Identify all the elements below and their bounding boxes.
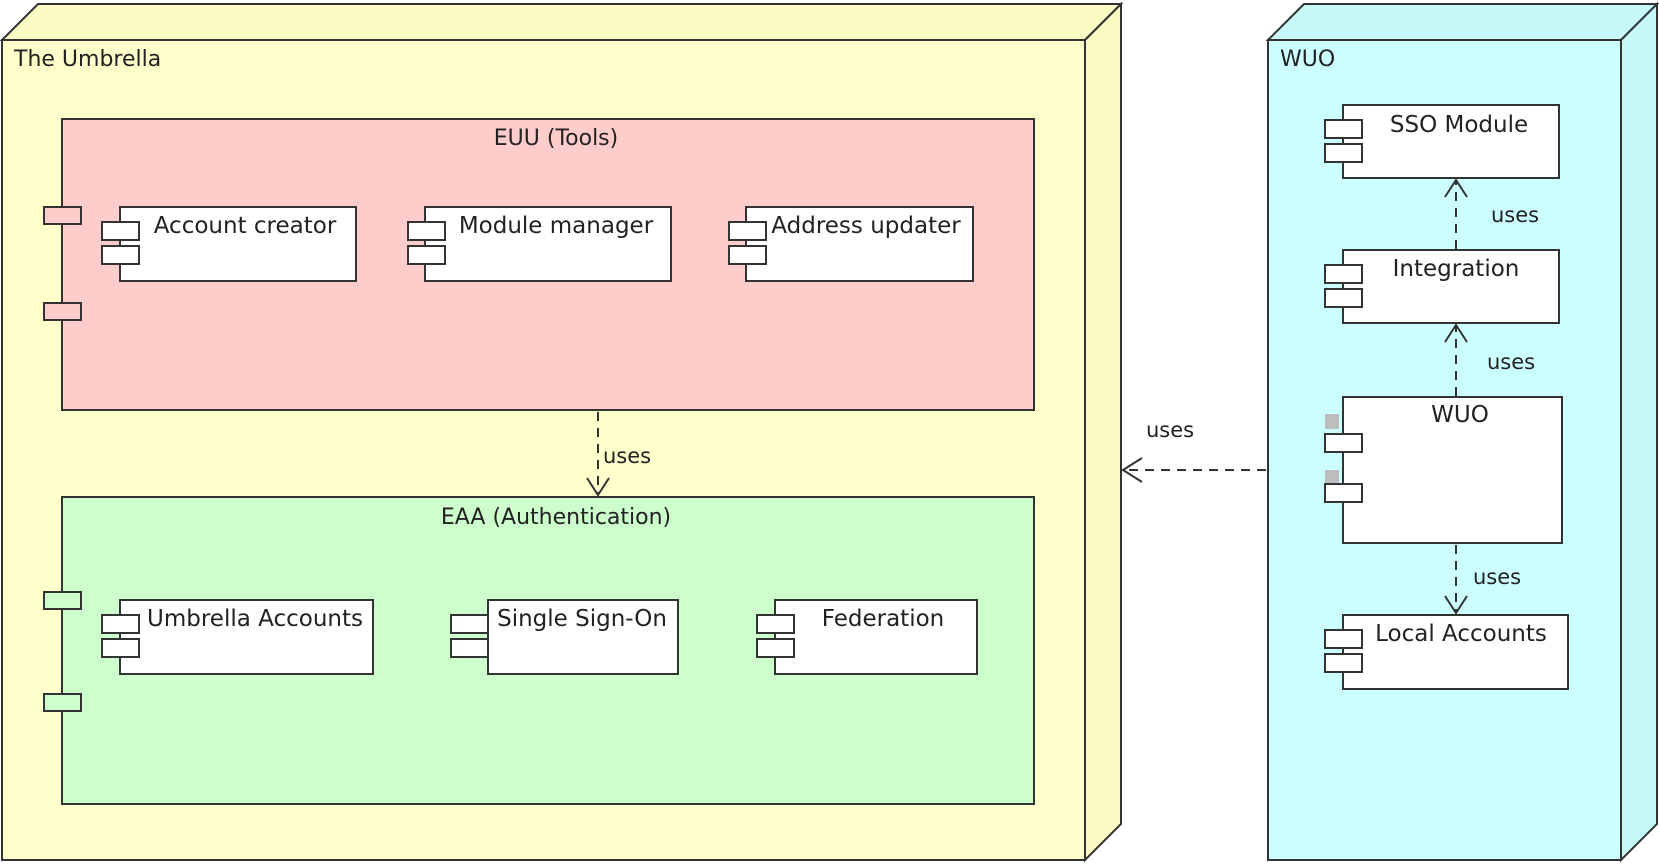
edge-wuo-uses-local-accounts: uses (1444, 545, 1521, 615)
component-body (119, 599, 374, 675)
component-label: Address updater (771, 213, 961, 239)
component-icon-tab (756, 638, 795, 658)
component-single-sign-on[interactable]: Single Sign-On (450, 599, 679, 675)
package-tools-port (43, 302, 82, 321)
package-auth[interactable]: EAA (Authentication) Umbrella Accounts S… (43, 496, 1035, 805)
component-sso-module[interactable]: SSO Module (1324, 104, 1560, 179)
node-wuo[interactable]: WUO SSO Module Integration WUO (1265, 1, 1659, 863)
component-icon-tab (1324, 433, 1363, 453)
node-wuo-title: WUO (1280, 47, 1335, 72)
edge-tools-uses-auth: uses (586, 412, 651, 497)
dependency-label: uses (1473, 565, 1521, 589)
component-wuo[interactable]: WUO (1324, 396, 1563, 544)
component-icon-tab (1324, 629, 1363, 649)
package-tools-title: EUU (Tools) (494, 126, 618, 151)
component-label: Module manager (459, 213, 654, 239)
component-local-accounts[interactable]: Local Accounts (1324, 614, 1569, 690)
package-auth-title: EAA (Authentication) (441, 505, 671, 530)
package-auth-port (43, 591, 82, 610)
dependency-arrowhead (586, 477, 610, 497)
dependency-label: uses (1491, 203, 1539, 227)
component-icon-shadow (1325, 470, 1339, 485)
component-icon-tab (450, 614, 489, 634)
edge-integration-uses-sso-module: uses (1444, 178, 1539, 249)
node-umbrella-side-face (1084, 1, 1122, 863)
dependency-arrowhead (1444, 178, 1468, 198)
package-auth-port (43, 693, 82, 712)
edge-wuo-uses-integration: uses (1444, 323, 1535, 396)
component-label: Integration (1393, 256, 1520, 282)
component-icon-tab (728, 245, 767, 265)
component-icon-tab (101, 221, 140, 241)
component-icon-tab (1324, 483, 1363, 503)
component-icon-tab (1324, 119, 1363, 139)
component-body (487, 599, 679, 675)
component-icon-tab (1324, 288, 1363, 308)
dependency-label: uses (603, 444, 651, 468)
component-icon-tab (101, 638, 140, 658)
node-umbrella-top-face (0, 3, 1124, 41)
component-module-manager[interactable]: Module manager (407, 206, 672, 282)
component-integration[interactable]: Integration (1324, 249, 1560, 324)
component-federation[interactable]: Federation (756, 599, 978, 675)
component-label: Single Sign-On (497, 606, 667, 632)
component-body (745, 206, 974, 282)
component-body (119, 206, 357, 282)
dependency-arrowhead (1121, 457, 1143, 483)
component-account-creator[interactable]: Account creator (101, 206, 357, 282)
component-icon-tab (1324, 264, 1363, 284)
component-body (1342, 614, 1569, 690)
component-icon-tab (756, 614, 795, 634)
node-wuo-side-face (1620, 1, 1658, 863)
component-label: WUO (1431, 402, 1489, 428)
component-body (1342, 104, 1560, 179)
component-umbrella-accounts[interactable]: Umbrella Accounts (101, 599, 374, 675)
component-icon-tab (728, 221, 767, 241)
component-label: Umbrella Accounts (147, 606, 363, 632)
component-icon-tab (450, 638, 489, 658)
node-umbrella-title: The Umbrella (13, 47, 161, 72)
component-label: Account creator (154, 213, 337, 239)
component-label: Federation (822, 606, 944, 632)
dependency-arrowhead (1444, 595, 1468, 615)
package-tools-port (43, 206, 82, 225)
component-icon-tab (407, 221, 446, 241)
component-icon-tab (1324, 653, 1363, 673)
node-wuo-top-face (1265, 3, 1659, 41)
dependency-label: uses (1487, 350, 1535, 374)
component-address-updater[interactable]: Address updater (728, 206, 974, 282)
edge-wuo-uses-umbrella: uses (1121, 418, 1266, 483)
dependency-label: uses (1146, 418, 1194, 442)
component-icon-tab (101, 245, 140, 265)
component-label: SSO Module (1390, 112, 1528, 138)
component-icon-shadow (1325, 414, 1339, 429)
component-icon-tab (101, 614, 140, 634)
component-icon-tab (1324, 143, 1363, 163)
component-body (774, 599, 978, 675)
component-body (1342, 249, 1560, 324)
component-body (424, 206, 672, 282)
component-body (1342, 396, 1563, 544)
component-label: Local Accounts (1375, 621, 1547, 647)
component-icon-tab (407, 245, 446, 265)
package-tools[interactable]: EUU (Tools) Account creator Module manag… (43, 118, 1035, 411)
dependency-arrowhead (1444, 323, 1468, 343)
